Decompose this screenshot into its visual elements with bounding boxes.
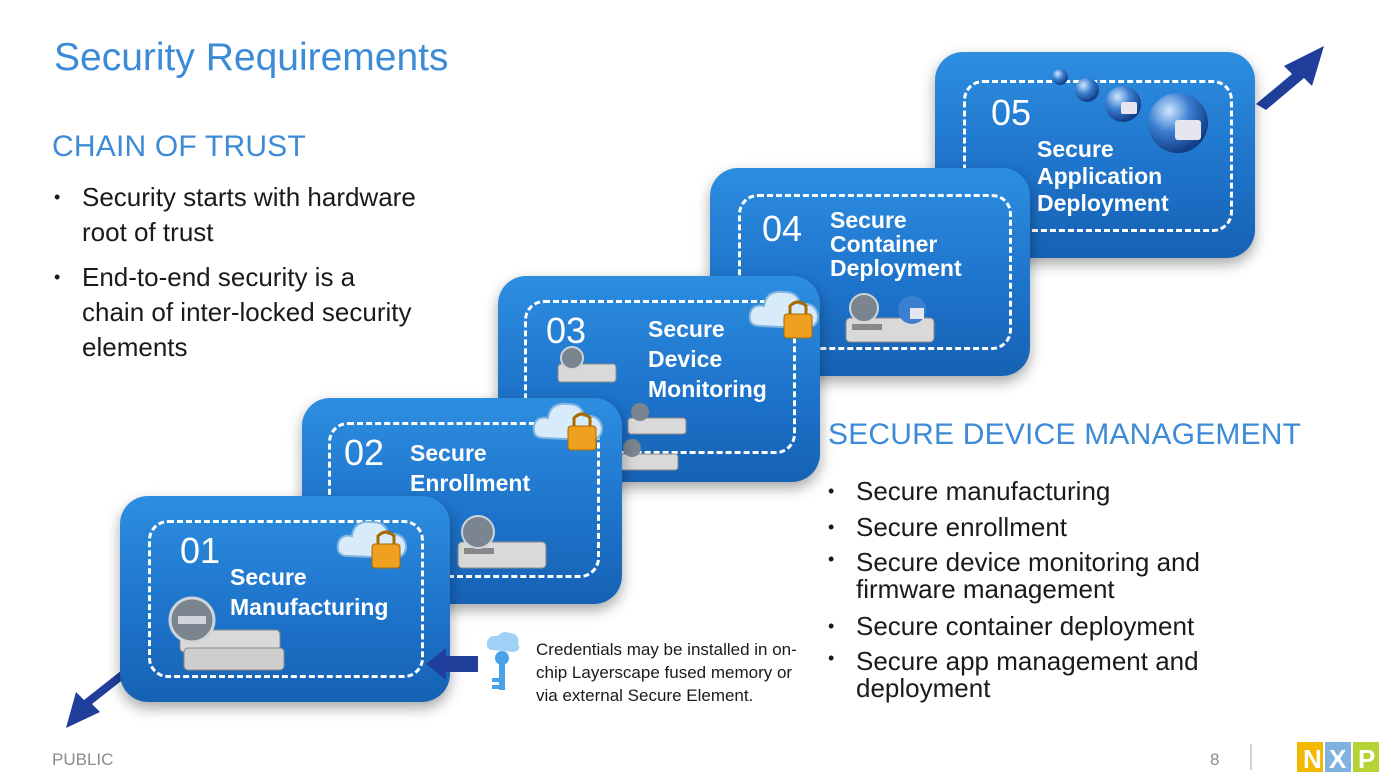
secure-device-management-heading: SECURE DEVICE MANAGEMENT	[828, 418, 1302, 451]
arrow-down-left-icon	[66, 670, 130, 728]
list-item: Secure container deployment	[826, 609, 1266, 643]
device-icon	[457, 515, 547, 569]
slide-title: Security Requirements	[54, 36, 449, 79]
step-number: 05	[991, 92, 1032, 133]
step-label: Secure Manufacturing	[230, 564, 389, 620]
svg-text:X: X	[1329, 744, 1347, 774]
arrow-up-right-icon	[1256, 46, 1324, 110]
list-item: Secure app management and deployment	[826, 645, 1266, 702]
cloud-lock-icon	[532, 402, 604, 451]
device-icon	[845, 293, 935, 343]
device-icon	[627, 403, 687, 435]
list-item: Secure enrollment	[826, 510, 1266, 544]
step-label: Secure Container Deployment	[830, 207, 962, 281]
step-number: 01	[180, 530, 221, 571]
device-icon	[619, 439, 679, 471]
device-icon	[557, 346, 617, 383]
device-icon	[168, 596, 285, 671]
globe-icon	[1075, 78, 1099, 102]
step-number: 04	[762, 208, 803, 249]
step-label: Secure Application Deployment	[1037, 136, 1169, 216]
step-05-card: 05 Secure Application Deployment	[935, 52, 1255, 258]
cloud-lock-icon	[748, 290, 820, 339]
footer-divider	[1250, 744, 1252, 770]
chain-of-trust-heading: CHAIN OF TRUST	[52, 130, 306, 163]
list-item: End-to-end security is a chain of inter-…	[52, 260, 422, 365]
svg-text:N: N	[1303, 744, 1322, 774]
cloud-lock-icon	[336, 520, 408, 569]
step-01-card: 01 Secure Manufacturing	[120, 496, 450, 702]
chain-of-trust-list: Security starts with hardware root of tr…	[52, 180, 422, 375]
step-number: 03	[546, 310, 587, 351]
secure-device-management-list: Secure manufacturing Secure enrollment S…	[826, 474, 1266, 708]
page-number: 8	[1210, 750, 1220, 769]
nxp-logo: N X P	[1297, 742, 1379, 774]
globe-icon	[1148, 93, 1208, 153]
arrow-left-icon	[426, 648, 478, 680]
svg-text:P: P	[1358, 744, 1375, 774]
step-number: 02	[344, 432, 385, 473]
key-icon	[486, 632, 520, 690]
list-item: Security starts with hardware root of tr…	[52, 180, 422, 250]
step-label: Secure Device Monitoring	[648, 316, 767, 402]
globe-icon	[1052, 69, 1068, 85]
list-item: Secure device monitoring and firmware ma…	[826, 546, 1266, 603]
classification-label: PUBLIC	[52, 750, 114, 769]
step-04-card: 04 Secure Container Deployment	[710, 168, 1030, 376]
globe-icon	[1105, 86, 1141, 122]
list-item: Secure manufacturing	[826, 474, 1266, 508]
step-label: Secure Enrollment	[410, 440, 531, 496]
credentials-caption: Credentials may be installed in on-chip …	[536, 640, 797, 705]
